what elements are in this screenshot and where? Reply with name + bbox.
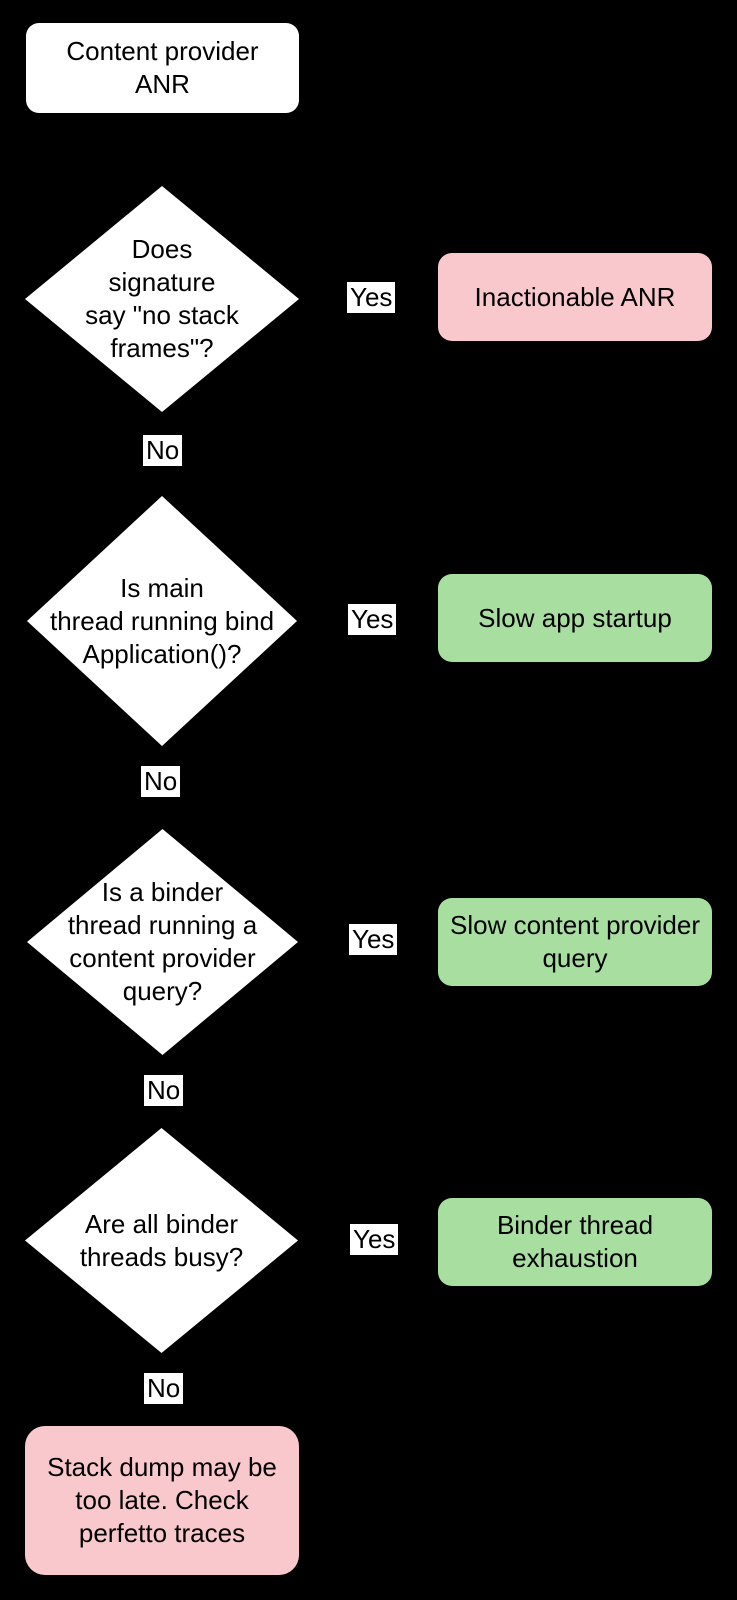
outcome-line: Slow content provider <box>449 910 701 940</box>
final-line: perfetto traces <box>78 1518 246 1548</box>
decision-1-yes-label: Yes <box>347 282 396 313</box>
decision-1-question-text: Does signature say "no stack frames"? <box>85 233 239 365</box>
final-node-text: Stack dump may be too late. Check perfet… <box>47 1451 277 1550</box>
question-line: query? <box>122 976 203 1006</box>
decision-4-no-label: No <box>144 1373 184 1404</box>
outcome-line: query <box>542 943 608 973</box>
question-line: Application()? <box>82 638 242 669</box>
outcome-inactionable-anr: Inactionable ANR <box>438 253 712 341</box>
decision-3-question-text: Is a binder thread running a content pro… <box>68 876 257 1008</box>
start-node-content-provider-anr: Content provider ANR <box>26 23 299 113</box>
decision-1-no-label: No <box>143 435 183 466</box>
outcome-line: Inactionable ANR <box>474 281 676 312</box>
final-node-stack-dump-too-late: Stack dump may be too late. Check perfet… <box>25 1426 299 1575</box>
start-line: ANR <box>135 69 190 99</box>
decision-1-question: Does signature say "no stack frames"? <box>25 186 299 412</box>
question-line: Does <box>131 234 193 264</box>
question-line: content provider <box>69 943 256 973</box>
start-node-text: Content provider ANR <box>66 35 258 101</box>
question-line: thread running bind <box>49 605 275 636</box>
question-line: Are all binder <box>84 1208 239 1239</box>
question-line: say "no stack <box>85 300 239 330</box>
decision-4-yes-label: Yes <box>350 1224 399 1255</box>
outcome-binder-thread-exhaustion: Binder thread exhaustion <box>438 1198 712 1286</box>
decision-3-question: Is a binder thread running a content pro… <box>27 829 298 1055</box>
start-line: Content provider <box>66 36 259 66</box>
outcome-line: Binder thread <box>496 1210 654 1240</box>
outcome-text: Slow app startup <box>478 602 672 635</box>
question-line: Is a binder <box>101 877 224 907</box>
decision-3-no-label: No <box>144 1075 184 1106</box>
outcome-text: Slow content provider query <box>450 909 700 975</box>
question-line: frames"? <box>110 333 214 363</box>
decision-2-yes-label: Yes <box>348 604 397 635</box>
outcome-line: Slow app startup <box>478 602 672 633</box>
decision-2-no-label: No <box>141 766 181 797</box>
outcome-slow-app-startup: Slow app startup <box>438 574 712 662</box>
decision-3-yes-label: Yes <box>349 924 398 955</box>
final-line: Stack dump may be <box>47 1452 277 1482</box>
decision-4-question-text: Are all binder threads busy? <box>80 1208 243 1274</box>
decision-2-question: Is main thread running bind Application(… <box>27 496 297 746</box>
decision-4-question: Are all binder threads busy? <box>25 1128 298 1353</box>
outcome-slow-content-provider-query: Slow content provider query <box>438 898 712 986</box>
outcome-line: exhaustion <box>512 1243 638 1273</box>
final-line: too late. Check <box>75 1485 249 1515</box>
outcome-text: Binder thread exhaustion <box>497 1209 653 1275</box>
question-line: thread running a <box>67 910 258 940</box>
decision-2-question-text: Is main thread running bind Application(… <box>50 572 274 671</box>
question-line: Is main <box>120 572 204 603</box>
outcome-text: Inactionable ANR <box>475 281 676 314</box>
question-line: threads busy? <box>79 1241 244 1272</box>
question-line: signature <box>108 267 216 297</box>
